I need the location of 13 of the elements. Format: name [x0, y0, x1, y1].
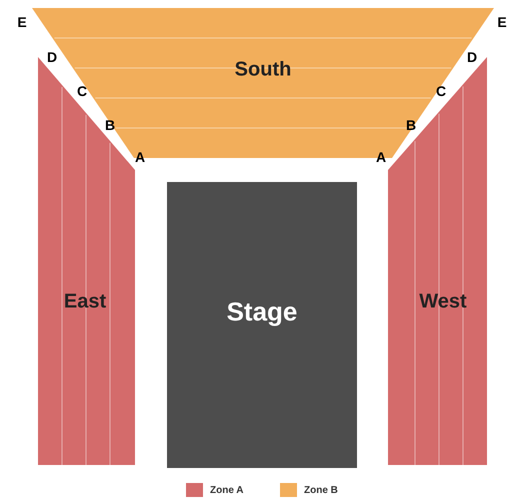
row-letter: D [466, 49, 478, 65]
row-letter: E [497, 14, 507, 30]
row-letter: B [406, 117, 416, 133]
row-letter: C [436, 83, 446, 99]
row-letter: E [17, 14, 27, 30]
section-label: South [234, 58, 292, 82]
legend-label: Zone A [210, 485, 244, 496]
section-label: West [419, 290, 467, 314]
stage-label: Stage [226, 296, 298, 328]
section-label: East [64, 290, 106, 314]
row-letter: D [46, 49, 58, 65]
legend-label: Zone B [304, 485, 338, 496]
row-letter: C [76, 83, 88, 99]
